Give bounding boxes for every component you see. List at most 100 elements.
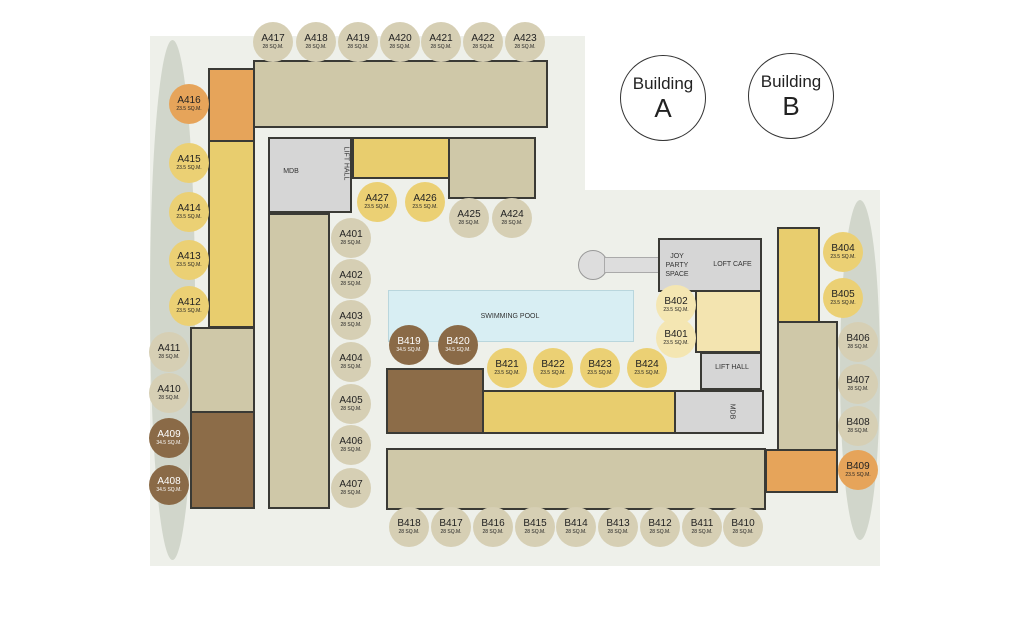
units-a410-a411-plan <box>190 327 255 413</box>
unit-area: 23.5 SQ.M. <box>176 106 202 112</box>
unit-number: A402 <box>339 270 363 281</box>
unit-number: B420 <box>446 336 470 347</box>
unit-area: 28 SQ.M. <box>389 44 411 50</box>
unit-area: 28 SQ.M. <box>430 44 452 50</box>
unit-area: 28 SQ.M. <box>607 529 629 535</box>
unit-number: A405 <box>339 395 363 406</box>
unit-area: 28 SQ.M. <box>649 529 671 535</box>
unit-area: 28 SQ.M. <box>158 395 180 401</box>
unit-area: 28 SQ.M. <box>340 447 362 453</box>
unit-number: A418 <box>304 33 328 44</box>
unit-area: 34.5 SQ.M. <box>156 440 182 446</box>
unit-area: 28 SQ.M. <box>847 428 869 434</box>
unit-number: A420 <box>388 33 412 44</box>
unit-area: 28 SQ.M. <box>847 386 869 392</box>
unit-area: 28 SQ.M. <box>340 240 362 246</box>
unit-area: 23.5 SQ.M. <box>830 254 856 260</box>
swimming-pool <box>388 290 634 342</box>
unit-area: 28 SQ.M. <box>340 281 362 287</box>
unit-area: 28 SQ.M. <box>847 344 869 350</box>
b-core <box>674 390 764 434</box>
building-b-letter: B <box>782 91 800 121</box>
unit-number: B410 <box>731 518 755 529</box>
unit-number: A422 <box>471 33 495 44</box>
unit-number: B407 <box>846 375 870 386</box>
unit-area: 23.5 SQ.M. <box>845 472 871 478</box>
unit-area: 28 SQ.M. <box>501 220 523 226</box>
unit-number: B424 <box>635 359 659 370</box>
units-b404-b405-plan <box>777 227 820 323</box>
unit-area: 28 SQ.M. <box>440 529 462 535</box>
unit-number: B401 <box>664 329 688 340</box>
units-b421-b424-plan <box>482 390 676 434</box>
unit-area: 23.5 SQ.M. <box>176 165 202 171</box>
unit-number: A406 <box>339 436 363 447</box>
lift-hall-a-label: LIFT HALL <box>342 146 350 181</box>
spiral-stair <box>578 250 608 280</box>
unit-area: 23.5 SQ.M. <box>494 370 520 376</box>
building-a-label: Building <box>632 74 694 93</box>
units-a401-a407-plan <box>268 213 330 509</box>
units-a408-a409-plan <box>190 411 255 509</box>
unit-number: A419 <box>346 33 370 44</box>
unit-number: B417 <box>439 518 463 529</box>
unit-number: A413 <box>177 251 201 262</box>
unit-number: B404 <box>831 243 855 254</box>
building-b-label: Building <box>760 72 822 91</box>
unit-number: B408 <box>846 417 870 428</box>
unit-number: A408 <box>157 476 181 487</box>
unit-number: A426 <box>413 193 437 204</box>
building-b-callout: Building B <box>748 53 834 139</box>
unit-number: A427 <box>365 193 389 204</box>
